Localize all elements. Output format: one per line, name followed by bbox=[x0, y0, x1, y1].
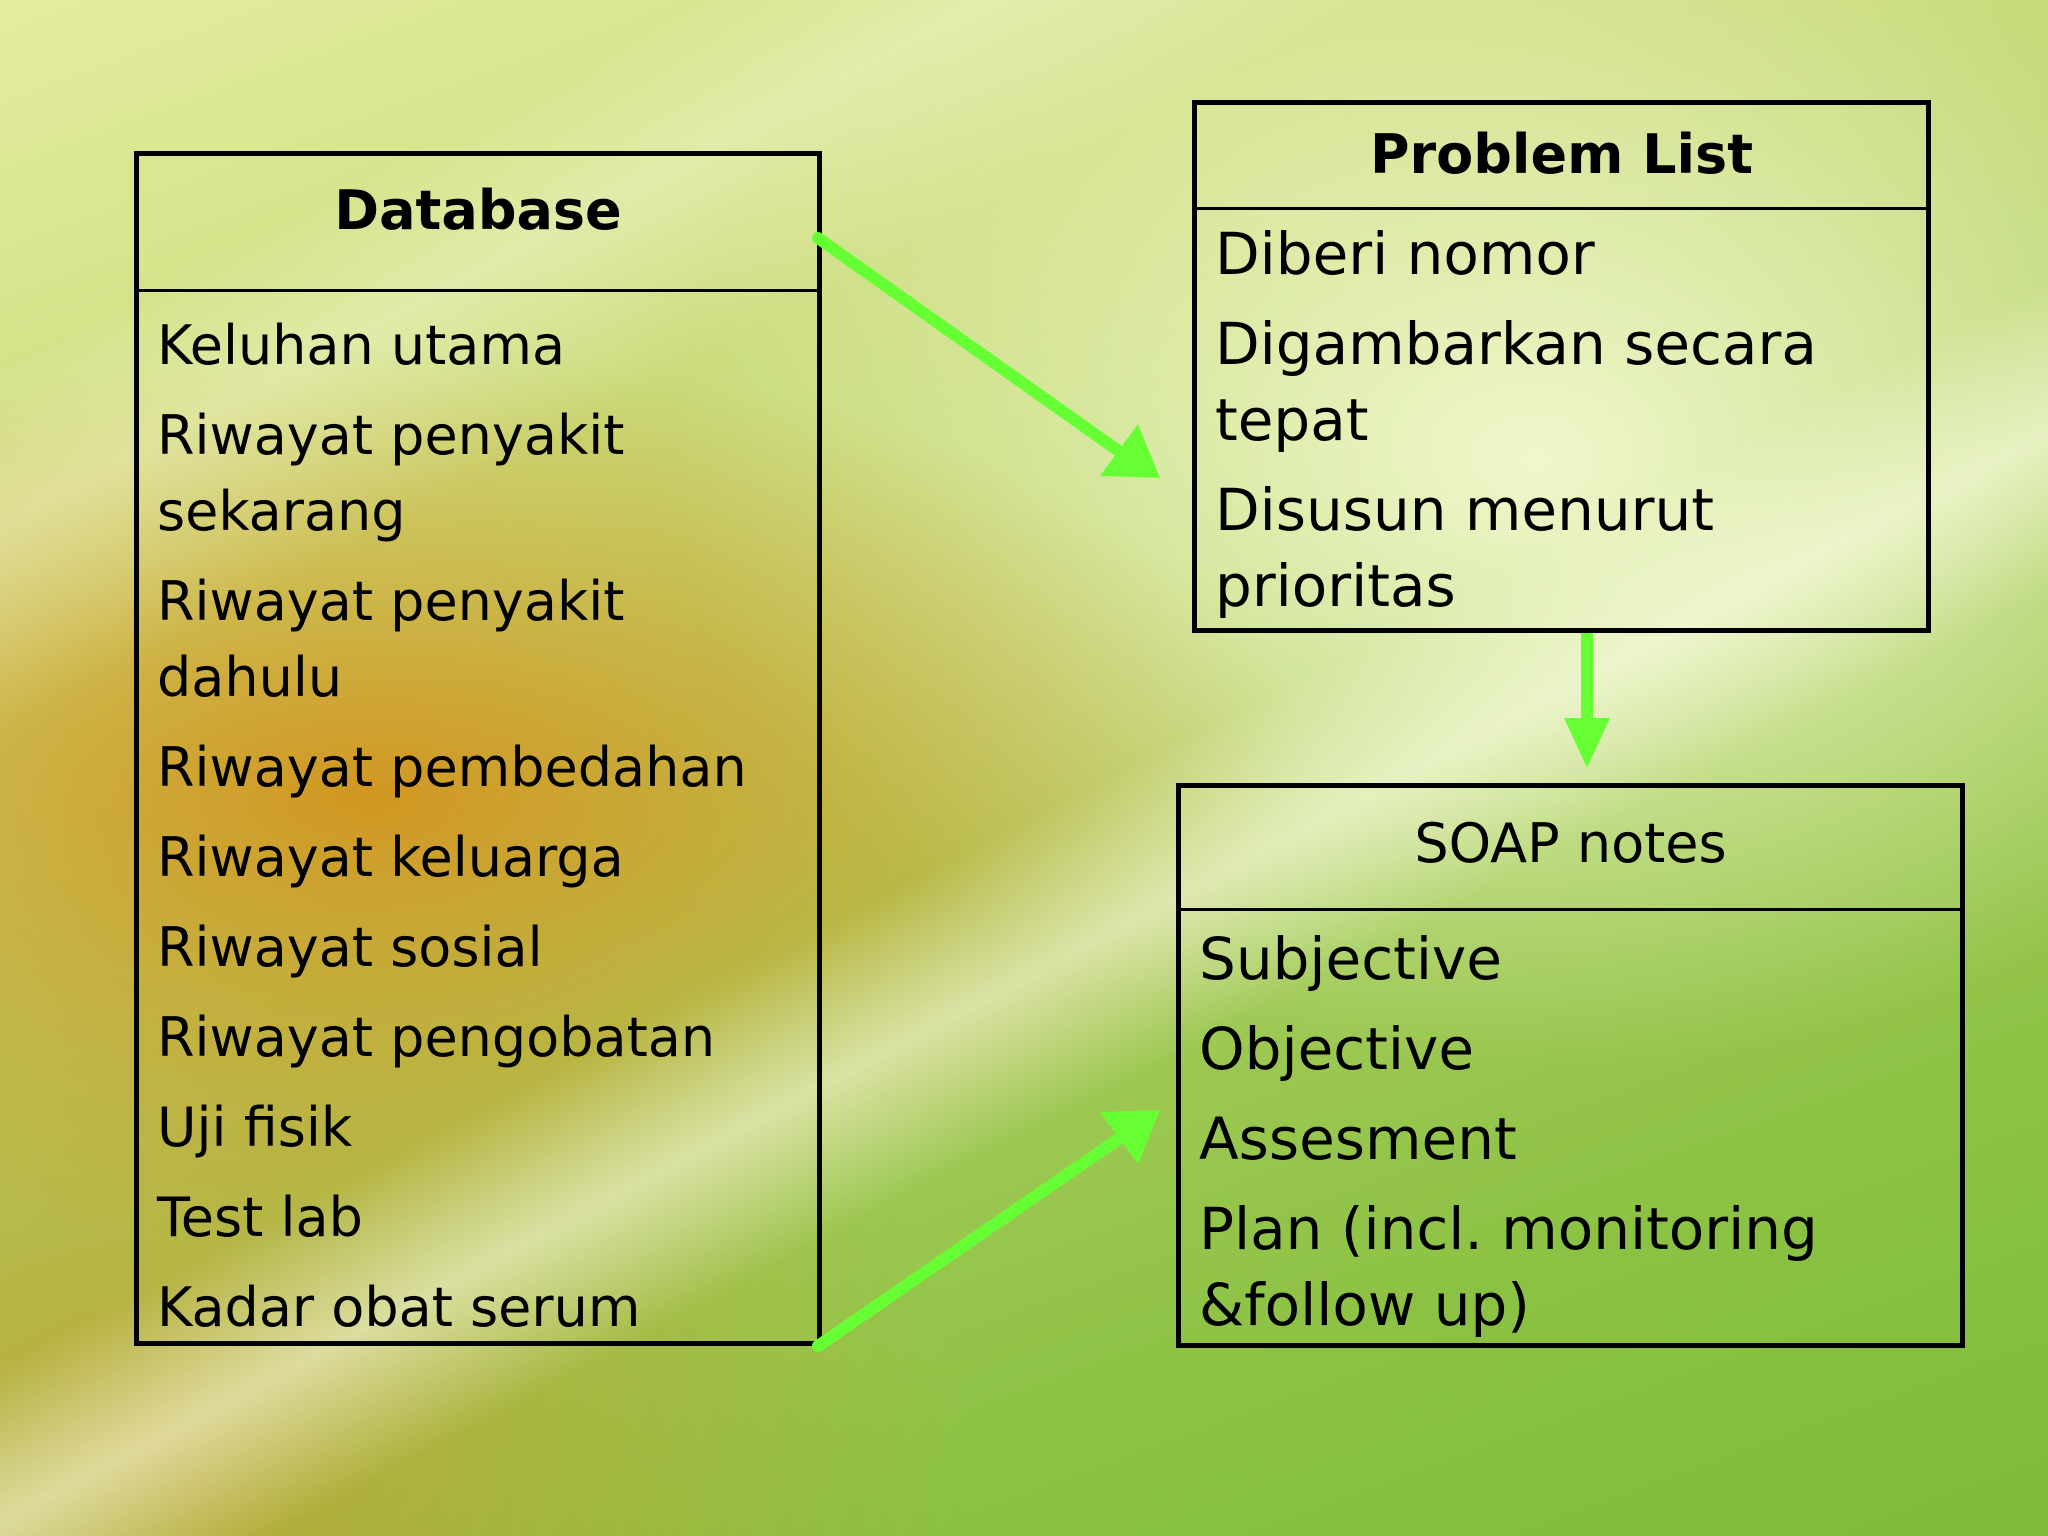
database-item: Riwayat sosial bbox=[157, 916, 543, 979]
database-item: Test lab bbox=[157, 1186, 363, 1249]
problem-list-box: Problem List Diberi nomor Digambarkan se… bbox=[1192, 100, 1931, 633]
database-list: Keluhan utama Riwayat penyakit sekarang … bbox=[139, 292, 817, 1368]
problem-list-item: Disusun menurut prioritas bbox=[1215, 476, 1714, 620]
arrow-database-to-problem-list bbox=[812, 232, 1160, 478]
soap-notes-title: SOAP notes bbox=[1181, 788, 1960, 911]
database-item: Uji fisik bbox=[157, 1096, 353, 1159]
soap-notes-item: Assesment bbox=[1199, 1105, 1517, 1173]
database-item: Riwayat keluarga bbox=[157, 826, 624, 889]
database-box: Database Keluhan utama Riwayat penyakit … bbox=[134, 151, 822, 1346]
database-item: Riwayat pembedahan bbox=[157, 736, 747, 799]
problem-list-item: Diberi nomor bbox=[1215, 220, 1595, 288]
soap-notes-item: Plan (incl. monitoring &follow up) bbox=[1199, 1195, 1818, 1339]
problem-list-items: Diberi nomor Digambarkan secara tepat Di… bbox=[1197, 210, 1926, 646]
database-item: Keluhan utama bbox=[157, 314, 566, 377]
soap-notes-item: Subjective bbox=[1199, 925, 1502, 993]
soap-notes-box: SOAP notes Subjective Objective Assesmen… bbox=[1176, 783, 1965, 1348]
soap-notes-items: Subjective Objective Assesment Plan (inc… bbox=[1181, 911, 1960, 1365]
database-item: Riwayat pengobatan bbox=[157, 1006, 716, 1069]
database-item: Riwayat penyakit sekarang bbox=[157, 404, 625, 543]
arrow-problem-list-to-soap bbox=[1564, 633, 1610, 768]
database-item: Riwayat penyakit dahulu bbox=[157, 570, 625, 709]
database-title: Database bbox=[139, 156, 817, 292]
problem-list-title: Problem List bbox=[1197, 105, 1926, 210]
database-item: Kadar obat serum bbox=[157, 1276, 641, 1339]
arrow-database-to-soap bbox=[812, 1110, 1160, 1352]
problem-list-item: Digambarkan secara tepat bbox=[1215, 310, 1817, 454]
soap-notes-item: Objective bbox=[1199, 1015, 1475, 1083]
